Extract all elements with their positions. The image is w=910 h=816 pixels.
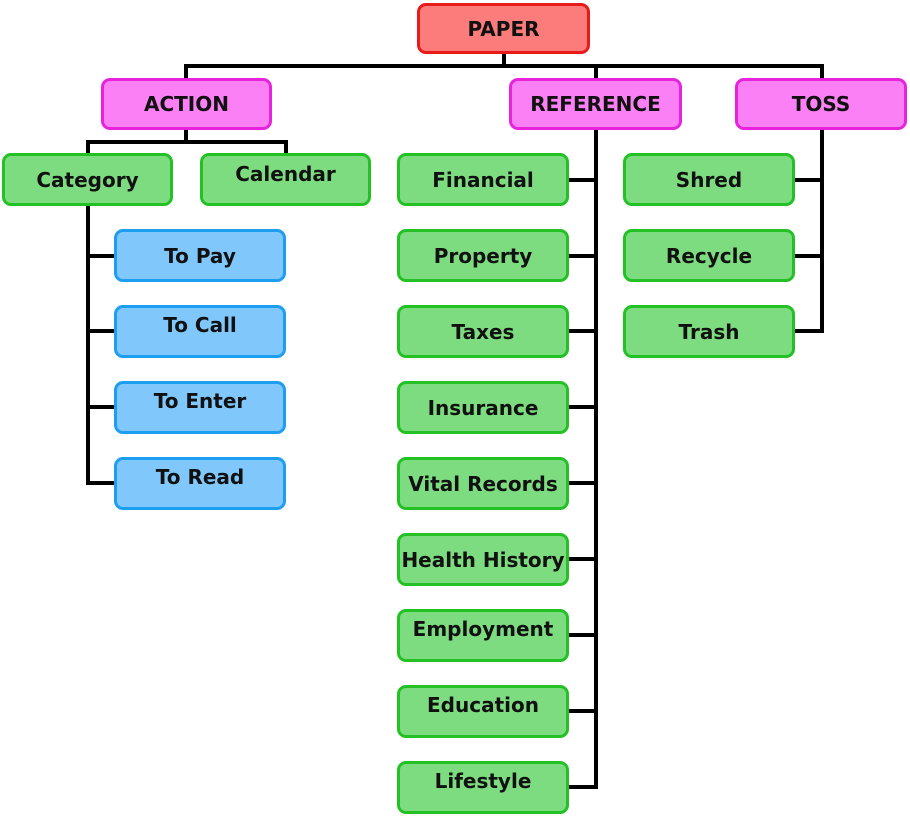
action-item-to-read: To Read bbox=[114, 457, 286, 510]
reference-item-employment: Employment bbox=[397, 609, 569, 662]
reference-item-property: Property bbox=[397, 229, 569, 282]
reference-item-insurance: Insurance bbox=[397, 381, 569, 434]
toss-item-shred: Shred bbox=[623, 153, 795, 206]
toss-item-recycle: Recycle bbox=[623, 229, 795, 282]
reference-item-financial: Financial bbox=[397, 153, 569, 206]
action-node-calendar: Calendar bbox=[200, 153, 371, 206]
root-node-paper: PAPER bbox=[417, 3, 590, 54]
reference-item-education: Education bbox=[397, 685, 569, 738]
reference-item-vital-records: Vital Records bbox=[397, 457, 569, 510]
action-item-to-enter: To Enter bbox=[114, 381, 286, 434]
category-node-reference: REFERENCE bbox=[509, 78, 682, 130]
reference-item-health-history: Health History bbox=[397, 533, 569, 586]
reference-item-lifestyle: Lifestyle bbox=[397, 761, 569, 814]
action-item-to-call: To Call bbox=[114, 305, 286, 358]
action-item-to-pay: To Pay bbox=[114, 229, 286, 282]
reference-item-taxes: Taxes bbox=[397, 305, 569, 358]
action-node-category: Category bbox=[2, 153, 173, 206]
category-node-action: ACTION bbox=[101, 78, 272, 130]
toss-item-trash: Trash bbox=[623, 305, 795, 358]
category-node-toss: TOSS bbox=[735, 78, 907, 130]
